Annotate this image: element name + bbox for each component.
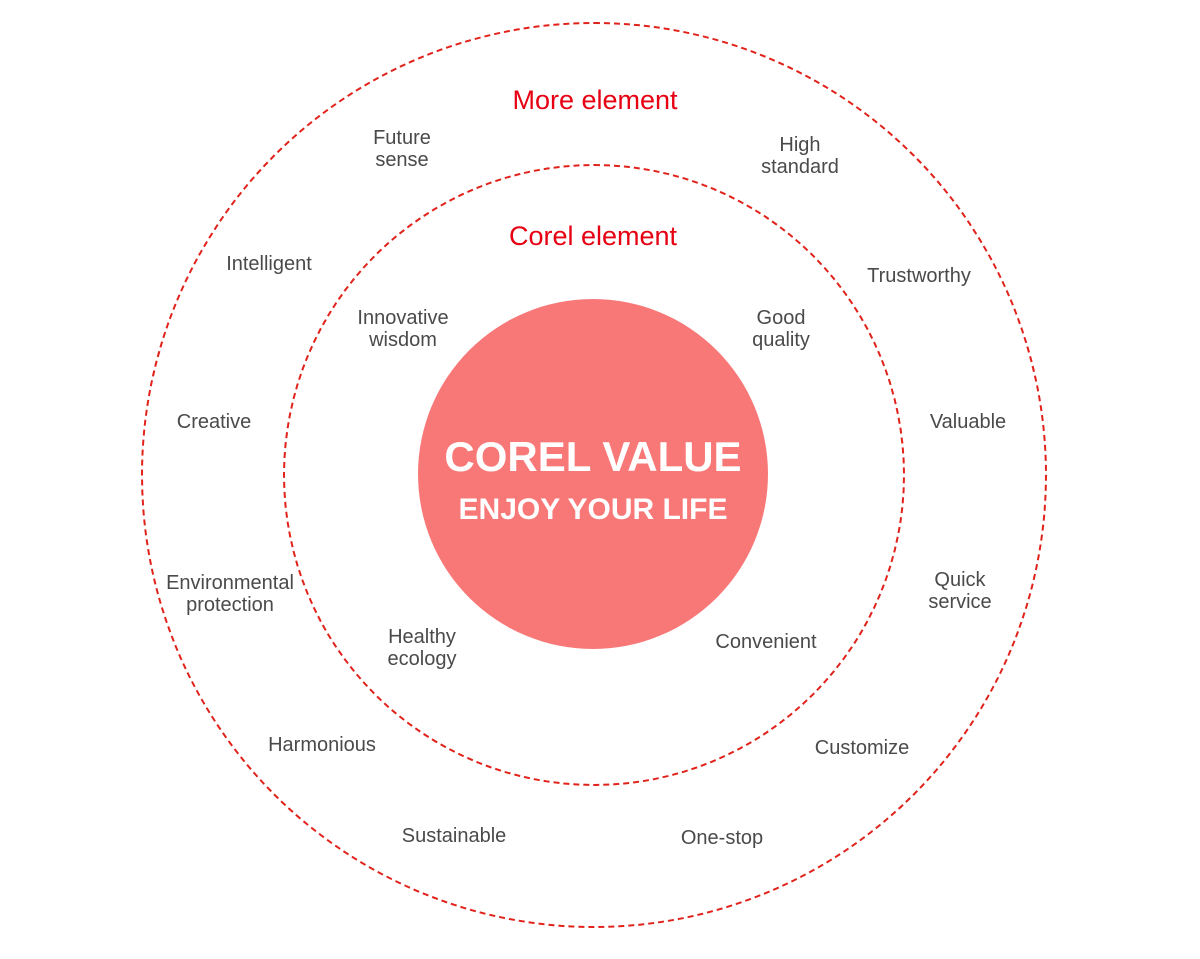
core-subtitle: ENJOY YOUR LIFE xyxy=(458,493,728,526)
label-high-standard: High standard xyxy=(761,134,839,178)
label-harmonious: Harmonious xyxy=(268,734,376,756)
label-environmental-protection: Environmental protection xyxy=(166,572,294,616)
outer-ring xyxy=(141,22,1047,928)
label-healthy-ecology: Healthy ecology xyxy=(387,626,457,670)
label-intelligent: Intelligent xyxy=(226,253,312,275)
inner-ring xyxy=(283,164,905,786)
outer-ring-title: More element xyxy=(512,85,678,115)
label-one-stop: One-stop xyxy=(680,827,764,849)
core-title: COREL VALUE xyxy=(444,433,742,480)
label-innovative-wisdom: Innovative wisdom xyxy=(357,307,449,351)
label-quick-service: Quick service xyxy=(928,569,992,613)
label-good-quality: Good quality xyxy=(752,307,810,351)
inner-ring-title: Corel element xyxy=(508,221,678,251)
label-valuable: Valuable xyxy=(929,411,1007,433)
label-trustworthy: Trustworthy xyxy=(867,265,971,287)
label-creative: Creative xyxy=(176,411,252,433)
label-customize: Customize xyxy=(814,737,910,759)
label-convenient: Convenient xyxy=(715,631,817,653)
label-sustainable: Sustainable xyxy=(401,825,507,847)
label-future-sense: Future sense xyxy=(373,127,431,171)
core-circle xyxy=(418,299,768,649)
